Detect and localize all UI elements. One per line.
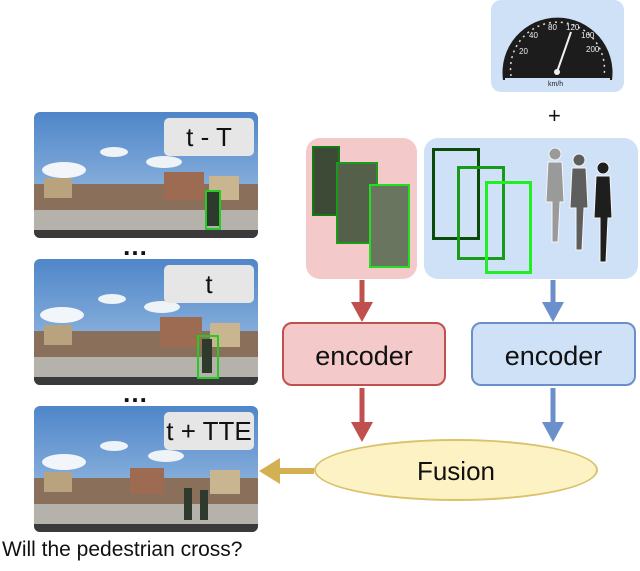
bounding-box-trajectory bbox=[432, 148, 480, 240]
fusion-node: Fusion bbox=[314, 439, 598, 501]
motion-encoder-box: encoder bbox=[471, 322, 636, 386]
frame-t-plus-TTE: t + TTE bbox=[34, 406, 258, 532]
motion-features-panel bbox=[424, 138, 638, 279]
speed-tick-label: 20 bbox=[519, 47, 528, 56]
question-caption: Will the pedestrian cross? bbox=[2, 538, 243, 561]
arrow-red-head bbox=[351, 422, 373, 442]
arrow-blue-head bbox=[542, 422, 564, 442]
arrow-red-head bbox=[351, 302, 373, 322]
speedometer-icon: 20 40 80 120 160 200 km/h bbox=[502, 17, 613, 92]
ellipsis: … bbox=[122, 378, 151, 408]
pedestrian-bounding-box bbox=[197, 335, 219, 379]
appearance-encoder-box: encoder bbox=[282, 322, 446, 386]
pedestrian-bounding-box bbox=[205, 190, 221, 230]
frame-time-label: t - T bbox=[164, 118, 254, 156]
plus-sign: + bbox=[548, 103, 561, 128]
arrow-output-head bbox=[259, 458, 280, 484]
speed-tick-label: 40 bbox=[529, 31, 538, 40]
speed-tick-label: 160 bbox=[581, 31, 595, 40]
frame-time-label: t + TTE bbox=[164, 412, 254, 450]
frame-t: t bbox=[34, 259, 258, 385]
speed-unit-label: km/h bbox=[548, 81, 563, 88]
pedestrian-crop bbox=[369, 184, 410, 268]
bounding-box-trajectory bbox=[457, 166, 505, 260]
frame-t-minus-T: t - T bbox=[34, 112, 258, 238]
speedometer-panel: 20 40 80 120 160 200 km/h bbox=[491, 0, 624, 92]
appearance-crops-panel bbox=[306, 138, 417, 279]
ellipsis: … bbox=[122, 231, 151, 261]
arrow-blue-head bbox=[542, 302, 564, 322]
bounding-box-trajectory bbox=[485, 181, 532, 274]
speed-tick-label: 120 bbox=[566, 23, 580, 32]
pose-skeletons-icon bbox=[545, 147, 613, 263]
street-scene-image bbox=[34, 259, 258, 385]
frame-time-label: t bbox=[164, 265, 254, 303]
speed-tick-label: 80 bbox=[548, 23, 557, 32]
speed-tick-label: 200 bbox=[586, 45, 600, 54]
